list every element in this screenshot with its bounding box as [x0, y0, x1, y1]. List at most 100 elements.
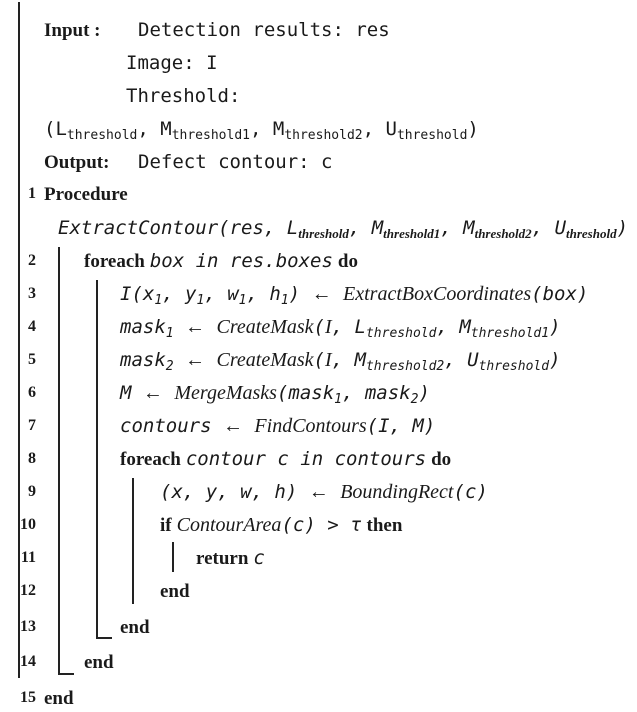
tuple-U-sub: threshold	[396, 128, 468, 143]
line-number: 2	[28, 252, 36, 269]
l3-h: h	[269, 283, 281, 305]
tuple-L: L	[55, 118, 67, 140]
line-number: 12	[20, 582, 36, 599]
tuple-M1-sub: threshold1	[171, 128, 250, 143]
line-number: 9	[28, 483, 36, 500]
tuple-L-sub: threshold	[66, 128, 138, 143]
output-line: Output:	[44, 149, 109, 176]
input-res-text: Detection results: res	[138, 19, 390, 41]
line-3: I(x1, y1, w1, h1) ← ExtractBoxCoordinate…	[120, 283, 589, 308]
input-image-text: Image: I	[126, 52, 218, 74]
l5-fn: CreateMask	[216, 349, 314, 371]
param-M2: M	[463, 217, 475, 239]
input-threshold: Threshold:	[126, 83, 240, 109]
l4-L: L	[354, 316, 366, 338]
output-text: Defect contour: c	[138, 151, 333, 173]
l6-arrow: ←	[142, 382, 163, 404]
l6-sub1: 1	[334, 392, 342, 407]
line-7: contours ← FindContours(I, M)	[120, 413, 435, 439]
end-procedure: end	[44, 685, 74, 712]
l3-arrow: ←	[311, 283, 332, 305]
l3-sub-x: 1	[154, 293, 163, 308]
foreach-box-var: box in res.boxes	[149, 250, 333, 272]
l5-I: I	[324, 349, 332, 371]
then-keyword: then	[366, 515, 403, 536]
param-U-sub: threshold	[566, 226, 617, 241]
do-keyword: do	[337, 251, 358, 272]
l3-arg: (box)	[531, 283, 589, 305]
l6-lhs: M	[120, 382, 132, 404]
l4-sub: 1	[165, 326, 174, 341]
l5-sub: 2	[165, 359, 174, 374]
param-M1: M	[371, 217, 384, 239]
input-image: Image: I	[126, 50, 218, 76]
tuple-open: (	[44, 118, 56, 140]
l9-lhs: (x, y, w, h)	[160, 481, 298, 503]
tuple-U: U	[385, 118, 397, 140]
if-scope-line	[172, 542, 174, 572]
l5-M-sub: threshold2	[365, 359, 445, 374]
l3-lhs: I(x	[120, 283, 155, 305]
line-number: 13	[20, 618, 36, 635]
line-number: 14	[20, 653, 36, 670]
line-number: 6	[28, 384, 36, 401]
l5-arrow: ←	[185, 349, 206, 371]
foreach-contour-line: foreach contour c in contours do	[120, 446, 451, 473]
l5-M: M	[354, 349, 366, 371]
l7-lhs: contours	[120, 415, 212, 437]
procedure-scope-tick	[58, 673, 74, 675]
line-number: 4	[28, 318, 36, 335]
line-number: 11	[20, 549, 36, 566]
l9-fn: BoundingRect	[340, 481, 454, 503]
line-6: M ← MergeMasks(mask1, mask2)	[120, 382, 430, 407]
tuple-M2: M	[272, 118, 285, 140]
procedure-keyword: Procedure	[44, 184, 128, 205]
l7-arg: (I, M)	[366, 415, 436, 437]
foreach-box-scope-line	[96, 280, 98, 638]
procedure-name: ExtractContour(res,	[58, 217, 276, 239]
output-value: Defect contour: c	[138, 149, 332, 175]
l5-U-sub: threshold	[478, 359, 550, 374]
line-number: 1	[28, 185, 36, 202]
outer-scope-line	[18, 2, 20, 678]
param-M1-sub: threshold1	[383, 226, 441, 241]
line-number: 15	[20, 689, 36, 706]
l9-arg: (c)	[453, 481, 488, 503]
param-U: U	[554, 217, 567, 239]
l4-M-sub: threshold1	[470, 326, 550, 341]
end-keyword: end	[44, 688, 74, 709]
tuple-M2-sub: threshold2	[284, 128, 363, 143]
l7-arrow: ←	[222, 415, 243, 437]
input-threshold-text: Threshold:	[126, 85, 241, 107]
l3-w: w	[227, 283, 239, 305]
foreach-contour-scope-line	[132, 478, 134, 604]
l4-fn: CreateMask	[216, 316, 314, 338]
procedure-scope-line	[58, 247, 60, 674]
end-keyword: end	[84, 652, 114, 673]
tuple-M1: M	[160, 118, 172, 140]
if-keyword: if	[160, 515, 172, 536]
l6-fn: MergeMasks	[174, 382, 277, 404]
l3-y: y	[185, 283, 197, 305]
line-number: 7	[28, 417, 36, 434]
foreach-keyword: foreach	[84, 251, 145, 272]
l4-I: I	[324, 316, 332, 338]
foreach-box-scope-tick	[96, 637, 112, 639]
end-foreach-box: end	[84, 649, 114, 676]
line-5: mask2 ← CreateMask(I, Mthreshold2, Uthre…	[120, 349, 561, 374]
do2-keyword: do	[431, 449, 452, 470]
end-foreach-contour: end	[120, 614, 150, 641]
procedure-signature: ExtractContour(res, Lthreshold, Mthresho…	[58, 217, 629, 241]
l10-arg: (c) > τ	[281, 514, 362, 536]
line-4: mask1 ← CreateMask(I, Lthreshold, Mthres…	[120, 316, 561, 341]
line-number: 5	[28, 351, 36, 368]
procedure-line: Procedure	[44, 181, 128, 208]
line-9: (x, y, w, h) ← BoundingRect(c)	[160, 479, 488, 505]
l6-sub2: 2	[410, 392, 419, 407]
param-L: L	[286, 217, 299, 239]
l3-fn: ExtractBoxCoordinates	[343, 283, 532, 305]
line-number: 10	[20, 516, 36, 533]
threshold-tuple: (Lthreshold, Mthreshold1, Mthreshold2, U…	[44, 118, 479, 143]
output-keyword: Output:	[44, 152, 110, 173]
l9-arrow: ←	[308, 481, 329, 503]
